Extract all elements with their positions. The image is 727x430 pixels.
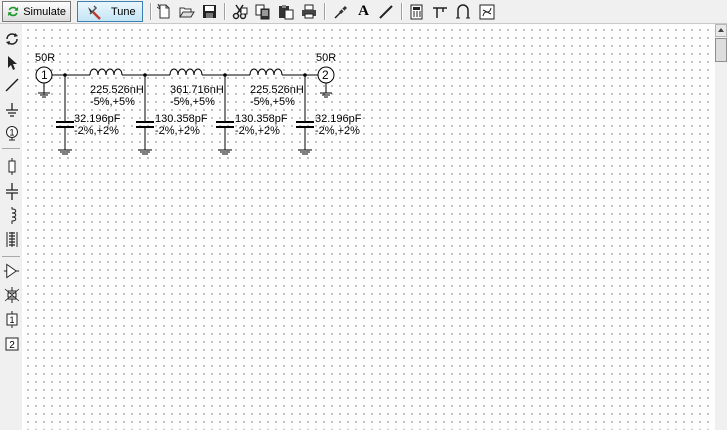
inductor-icon[interactable] — [3, 207, 20, 224]
stub-icon[interactable] — [454, 3, 471, 20]
capacitor-c2-value: 130.358pF — [155, 113, 208, 125]
svg-text:2: 2 — [9, 340, 15, 351]
refresh-icon — [8, 6, 19, 17]
tune-icon — [88, 4, 101, 20]
capacitor-c1-value: 32.196pF — [74, 113, 121, 125]
smith-icon[interactable] — [478, 3, 495, 20]
rotate-icon[interactable] — [3, 30, 20, 47]
schematic-drawing — [35, 66, 335, 155]
toolbar-separator — [150, 3, 152, 20]
inductor-l1-tolerance: -5%,+5% — [90, 96, 135, 108]
port-2-number: 2 — [322, 68, 329, 82]
capacitor-c4-tolerance: -2%,+2% — [315, 125, 360, 137]
select-arrow-icon[interactable] — [3, 54, 20, 71]
svg-text:1: 1 — [9, 127, 14, 137]
transformer-icon[interactable] — [3, 231, 20, 248]
capacitor-c2[interactable] — [136, 75, 154, 155]
port-1-number: 1 — [41, 68, 48, 82]
port-2-impedance: 50R — [316, 52, 337, 64]
port-1-impedance: 50R — [35, 52, 56, 64]
capacitor-c1[interactable] — [56, 75, 74, 155]
two-port-icon[interactable]: 2 — [3, 335, 20, 352]
print-icon[interactable] — [300, 3, 317, 20]
line-icon[interactable] — [377, 3, 394, 20]
palette-separator — [2, 256, 20, 257]
probe-icon[interactable] — [332, 3, 349, 20]
arrow-up-icon — [718, 28, 724, 32]
inductor-l3[interactable] — [249, 68, 283, 76]
crystal-icon[interactable] — [3, 286, 20, 303]
simulate-label: Simulate — [23, 5, 66, 18]
component-palette: 1 1 2 — [0, 24, 22, 430]
ground-icon[interactable] — [3, 101, 20, 118]
text-icon[interactable]: A — [358, 3, 369, 19]
capacitor-c3-value: 130.358pF — [235, 113, 288, 125]
wire-icon[interactable] — [3, 76, 20, 93]
capacitor-c1-tolerance: -2%,+2% — [74, 125, 119, 137]
inductor-l2-tolerance: -5%,+5% — [170, 96, 215, 108]
toolbar: Simulate Tune A — [0, 0, 727, 24]
inductor-l1[interactable] — [89, 68, 123, 76]
capacitor-c2-tolerance: -2%,+2% — [155, 125, 200, 137]
copy-icon[interactable] — [254, 3, 271, 20]
toolbar-separator — [401, 3, 403, 20]
cut-icon[interactable] — [231, 3, 248, 20]
paste-icon[interactable] — [277, 3, 294, 20]
inductor-l3-tolerance: -5%,+5% — [250, 96, 295, 108]
capacitor-c3-tolerance: -2%,+2% — [235, 125, 280, 137]
tline-icon[interactable] — [431, 3, 448, 20]
schematic-canvas[interactable]: 50R 1 50R 2 225.526nH -5%,+5% 361.716nH … — [22, 24, 715, 430]
save-icon[interactable] — [201, 3, 218, 20]
one-port-icon[interactable]: 1 — [3, 311, 20, 328]
tune-label: Tune — [111, 5, 136, 18]
calculator-icon[interactable] — [408, 3, 425, 20]
inductor-l3-value: 225.526nH — [250, 84, 304, 96]
scroll-up-button[interactable] — [715, 24, 727, 37]
capacitor-c3[interactable] — [216, 75, 234, 155]
vertical-scrollbar[interactable] — [715, 24, 727, 430]
capacitor-c4[interactable] — [296, 75, 314, 155]
svg-text:1: 1 — [9, 315, 14, 325]
inductor-l1-value: 225.526nH — [90, 84, 144, 96]
junction-dots — [63, 73, 307, 77]
new-icon[interactable] — [156, 3, 173, 20]
resistor-icon[interactable] — [3, 158, 20, 175]
simulate-button[interactable]: Simulate — [2, 1, 71, 22]
toolbar-separator — [224, 3, 226, 20]
scroll-thumb[interactable] — [715, 38, 727, 62]
palette-separator — [2, 148, 20, 149]
open-icon[interactable] — [178, 3, 195, 20]
inductor-l2[interactable] — [169, 68, 203, 76]
capacitor-c4-value: 32.196pF — [315, 113, 362, 125]
port-icon[interactable]: 1 — [3, 124, 20, 141]
inductor-l2-value: 361.716nH — [170, 84, 224, 96]
capacitor-icon[interactable] — [3, 183, 20, 200]
tune-button[interactable]: Tune — [77, 1, 143, 22]
amplifier-icon[interactable] — [3, 262, 20, 279]
toolbar-separator — [324, 3, 326, 20]
